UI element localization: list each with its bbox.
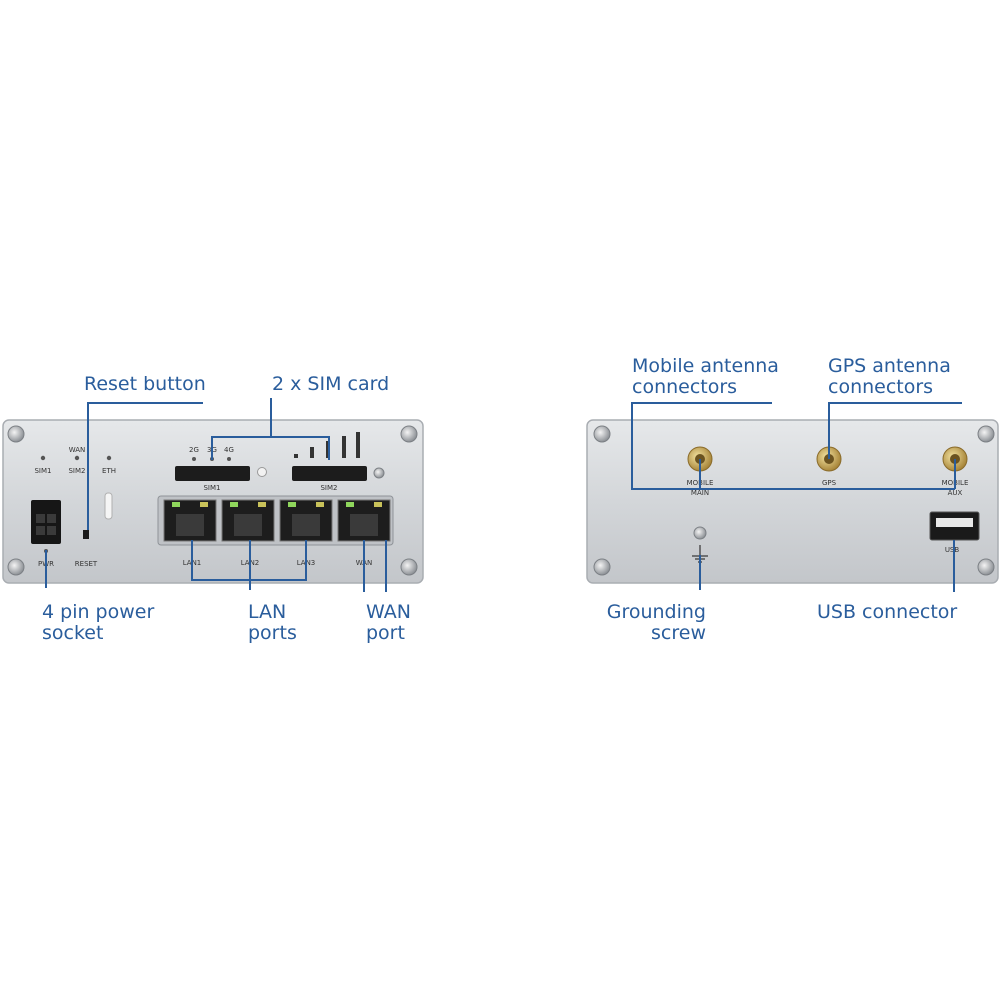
- screw-icon: [977, 558, 995, 576]
- led-2g-label: 2G: [189, 446, 199, 454]
- led-sim1-icon: [40, 455, 46, 461]
- gps-label: GPS: [822, 479, 837, 487]
- screw-icon: [7, 425, 25, 443]
- grounding-screw[interactable]: [693, 526, 707, 540]
- led-wan-label: WAN: [69, 446, 86, 454]
- usb-label: USB: [945, 546, 960, 554]
- reset-label: RESET: [75, 560, 98, 568]
- front-callout-lines: [45, 398, 387, 592]
- led-wan-icon: [74, 455, 80, 461]
- mobile-antenna-callout: Mobile antenna connectors: [632, 355, 779, 398]
- mobile-main-sublabel: MAIN: [691, 489, 709, 497]
- led-2g-icon: [192, 457, 196, 461]
- back-callout-lines: [631, 402, 962, 592]
- mobile-aux-sublabel: AUX: [948, 489, 963, 497]
- screw-icon: [593, 558, 611, 576]
- sim1-slot[interactable]: [175, 466, 250, 481]
- power-socket-callout: 4 pin power socket: [42, 601, 155, 644]
- led-sim1-label: SIM1: [34, 467, 51, 475]
- front-panel: SIM1 WAN SIM2 ETH 2G 3G 4G SIM1 SIM2: [2, 419, 424, 584]
- screw-icon: [400, 558, 418, 576]
- lan-ports-callout: LAN ports: [248, 601, 297, 644]
- wan-port-callout: WAN port: [366, 601, 411, 644]
- screw-icon: [7, 558, 25, 576]
- usb-connector-callout: USB connector: [817, 601, 958, 623]
- sim-card-callout: 2 x SIM card: [272, 373, 390, 395]
- sim2-slot[interactable]: [292, 466, 367, 481]
- light-pipe-icon: [104, 492, 113, 520]
- screw-icon: [977, 425, 995, 443]
- screw-icon: [373, 467, 385, 479]
- ethernet-ports: [163, 499, 391, 542]
- light-sensor-icon: [257, 467, 267, 477]
- led-sim2-label: SIM2: [68, 467, 85, 475]
- reset-button[interactable]: [83, 530, 89, 539]
- sim1-slot-label: SIM1: [203, 484, 220, 492]
- screw-icon: [593, 425, 611, 443]
- back-panel: MOBILE MAIN GPS MOBILE AUX USB: [586, 419, 999, 584]
- power-socket[interactable]: [31, 500, 61, 544]
- grounding-screw-callout: Grounding screw: [606, 601, 706, 644]
- led-eth-icon: [106, 455, 112, 461]
- sim2-slot-label: SIM2: [320, 484, 337, 492]
- screw-icon: [400, 425, 418, 443]
- led-4g-icon: [227, 457, 231, 461]
- gps-antenna-callout: GPS antenna connectors: [828, 355, 951, 398]
- led-eth-label: ETH: [102, 467, 116, 475]
- reset-button-callout: Reset button: [84, 373, 206, 395]
- led-4g-label: 4G: [224, 446, 234, 454]
